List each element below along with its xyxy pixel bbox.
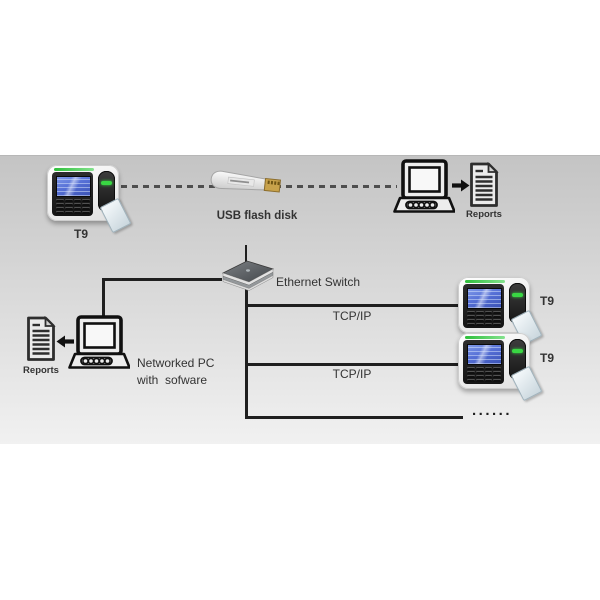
lan-branch-line-1 <box>245 304 463 307</box>
t9-main-label: T9 <box>73 227 88 241</box>
ethernet-switch <box>219 256 277 297</box>
usb-flash-disk-icon <box>210 170 282 193</box>
t9-lan-a-label: T9 <box>540 294 555 308</box>
ethernet-switch-label: Ethernet Switch <box>276 275 361 289</box>
tcpip-label-1: TCP/IP <box>332 309 372 323</box>
t9-led-indicator <box>101 181 112 185</box>
t9-keypad <box>467 367 501 382</box>
t9-lcd-screen <box>467 288 502 309</box>
t9-led-indicator <box>512 293 523 297</box>
ethernet-switch-icon <box>221 260 275 291</box>
laptop-networked-pc <box>68 314 131 377</box>
t9-status-strip <box>465 336 505 339</box>
t9-keypad <box>56 199 90 214</box>
t9-lcd-screen <box>467 344 502 365</box>
reports-document-usb <box>468 161 500 213</box>
networked-pc-label: Networked PC with sofware <box>137 356 215 387</box>
arrow-right-icon <box>451 178 470 198</box>
t9-terminal-main <box>47 165 132 234</box>
t9-led-indicator <box>512 349 523 353</box>
t9-lan-b-label: T9 <box>540 351 555 365</box>
usb-flash-disk <box>206 162 295 205</box>
t9-lcd-screen <box>56 176 91 197</box>
more-devices-ellipsis: ...... <box>472 402 513 419</box>
document-icon <box>470 161 499 207</box>
reports-document-network <box>25 315 57 367</box>
usb-flash-disk-label: USB flash disk <box>216 210 298 222</box>
t9-front-panel <box>52 172 93 216</box>
switch-antenna-stub <box>245 245 247 263</box>
laptop-usb <box>393 158 456 221</box>
pc-to-switch-line-vertical <box>102 278 105 318</box>
t9-front-panel <box>463 340 504 384</box>
switch-trunk-line-vertical <box>245 288 248 419</box>
laptop-icon <box>68 315 131 369</box>
t9-keypad <box>467 311 501 326</box>
t9-front-panel <box>463 284 504 328</box>
reports-network-label: Reports <box>23 365 59 376</box>
pc-to-switch-line-horizontal <box>102 278 222 281</box>
t9-terminal-lan-a <box>458 277 543 346</box>
reports-usb-label: Reports <box>466 209 502 220</box>
lan-branch-line-3 <box>245 416 463 419</box>
document-icon <box>27 315 56 361</box>
lan-branch-line-2 <box>245 363 463 366</box>
t9-terminal-lan-b <box>458 333 543 402</box>
t9-status-strip <box>465 280 505 283</box>
laptop-icon <box>393 159 456 213</box>
arrow-left-icon <box>56 334 75 354</box>
t9-status-strip <box>54 168 94 171</box>
tcpip-label-2: TCP/IP <box>332 367 372 381</box>
